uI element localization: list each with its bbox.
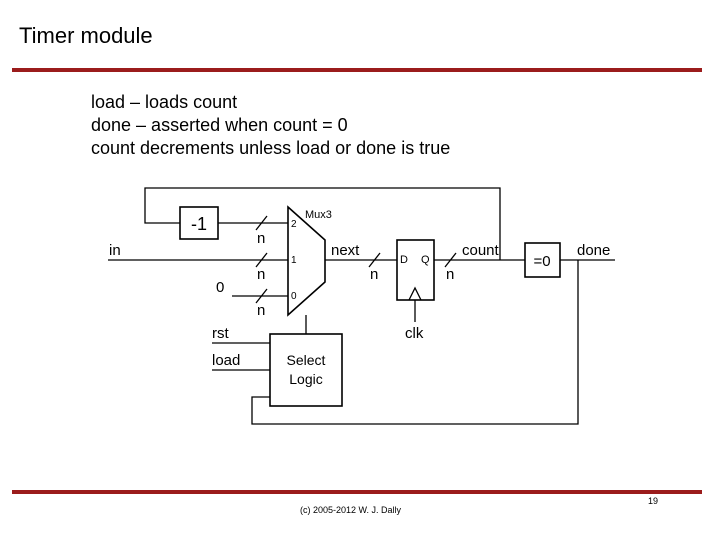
clock-marker: [408, 286, 422, 301]
signal-count: count: [462, 242, 500, 259]
signal-done: done: [577, 242, 610, 259]
copyright-footer: (c) 2005-2012 W. J. Dally: [300, 505, 402, 515]
mux3-block: [287, 205, 326, 317]
bullet-done: done – asserted when count = 0: [91, 115, 348, 135]
select-logic-block: [269, 333, 343, 407]
bus-slash-next: [368, 252, 381, 268]
bus-width-count: n: [446, 266, 454, 283]
bus-slash-in: [255, 252, 268, 268]
bus-slash-zero: [255, 288, 268, 304]
minus1-box: [179, 206, 219, 240]
mux-input-0: 0: [291, 291, 297, 302]
mux3-label: Mux3: [305, 209, 332, 221]
signal-in: in: [109, 242, 121, 259]
select-logic-label-1: Select: [287, 352, 326, 368]
page-number: 19: [648, 496, 659, 506]
signal-rst: rst: [212, 325, 229, 342]
bullet-list: load – loads count done – asserted when …: [91, 91, 450, 160]
mux-input-1: 1: [291, 255, 297, 266]
signal-zero: 0: [216, 279, 224, 296]
flipflop-block: [396, 239, 435, 301]
signal-load: load: [212, 352, 240, 369]
comparator-label: =0: [533, 253, 550, 270]
ff-q-label: Q: [421, 254, 430, 266]
wire-done-feedback: [251, 260, 579, 425]
slide-title: Timer module: [19, 23, 153, 48]
bottom-divider: [12, 490, 702, 494]
signal-clk: clk: [405, 325, 424, 342]
signal-next: next: [331, 242, 360, 259]
bus-width-in: n: [257, 266, 265, 283]
mux-input-2: 2: [291, 219, 297, 230]
bus-width-zero: n: [257, 302, 265, 319]
bus-width-next: n: [370, 266, 378, 283]
bullet-load: load – loads count: [91, 92, 238, 112]
bus-width-minus1: n: [257, 230, 265, 247]
ff-d-label: D: [400, 254, 408, 266]
comparator-block: [524, 242, 561, 278]
feedback-wire: [144, 187, 501, 260]
bus-slash-minus1: [255, 215, 268, 231]
bullet-count: count decrements unless load or done is …: [91, 138, 451, 158]
bus-slash-count: [444, 252, 457, 268]
minus1-label: -1: [191, 214, 207, 234]
select-logic-label-2: Logic: [289, 371, 322, 387]
top-divider: [12, 68, 702, 72]
